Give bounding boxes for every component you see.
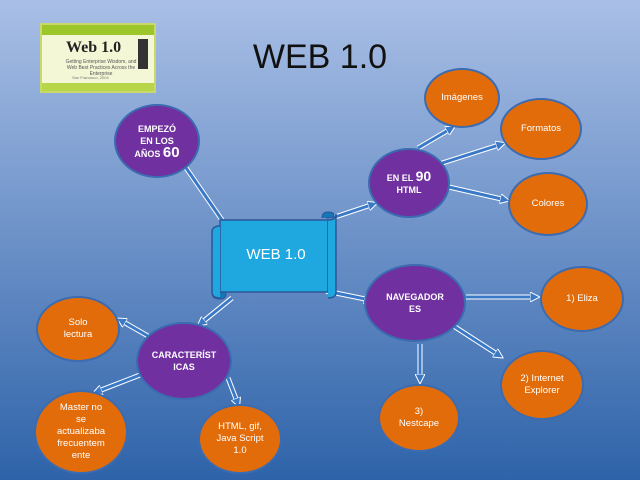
scroll-left-roll	[211, 225, 221, 299]
caracteristicas-line1: CARACTERÍST	[151, 350, 217, 360]
navegadores-line2: ES	[408, 304, 421, 314]
explorer-line1: 2) Internet	[520, 373, 564, 384]
empezo-anos-text: AÑOS	[134, 148, 163, 159]
nestcape-line2: Nestcape	[398, 418, 440, 429]
node-formatos: Formatos	[500, 98, 582, 160]
arrow-center-to-en90	[331, 204, 374, 220]
cover-bottom-band	[42, 83, 154, 91]
master-line2: se	[75, 414, 87, 425]
arrow-navegadores-to-explorer	[451, 323, 500, 356]
html-line1: HTML, gif,	[218, 421, 262, 432]
node-imagenes: Imágenes	[424, 68, 500, 128]
empezo-line1: EMPEZÓ	[137, 123, 176, 134]
solo-line2: lectura	[63, 329, 93, 340]
solo-line1: Solo	[68, 317, 88, 328]
master-line4: frecuentem	[57, 438, 105, 449]
arrow-caracteristicas-to-master	[96, 373, 141, 392]
master-line3: actualizaba	[56, 426, 106, 437]
node-en90: EN EL 90 HTML	[368, 148, 450, 218]
node-colores: Colores	[508, 172, 588, 236]
empezo-line2: EN LOS	[140, 135, 174, 146]
node-caracteristicas: CARACTERÍST ICAS	[136, 322, 232, 400]
empezo-line3: AÑOS 60	[134, 143, 180, 161]
en90-line1: EN EL 90	[386, 168, 432, 184]
en90-line2: HTML	[396, 185, 422, 195]
node-nestcape: 3) Nestcape	[378, 384, 460, 452]
arrow-center-to-caracteristicas	[200, 296, 233, 324]
node-eliza: 1) Eliza	[540, 266, 624, 332]
arrow-center-to-empezo	[182, 162, 224, 221]
center-label: WEB 1.0	[246, 246, 306, 263]
node-empezo: EMPEZÓ EN LOS AÑOS 60	[114, 104, 200, 178]
node-navegadores: NAVEGADOR ES	[364, 264, 466, 342]
arrow-caracteristicas-to-solo	[120, 320, 149, 338]
cover-subtitle: Getting Enterprise Wisdom, and Web Best …	[65, 59, 137, 77]
node-explorer: 2) Internet Explorer	[500, 350, 584, 420]
formatos-label: Formatos	[520, 123, 562, 134]
eliza-label: 1) Eliza	[566, 293, 598, 304]
book-cover-thumbnail: Web 1.0 Getting Enterprise Wisdom, and W…	[40, 23, 156, 93]
imagenes-label: Imágenes	[441, 92, 483, 103]
en90-90-text: 90	[415, 168, 432, 184]
scroll-back-top	[321, 211, 335, 219]
master-line1: Master no	[59, 402, 103, 413]
en90-en-el-text: EN EL	[386, 173, 416, 183]
master-line5: ente	[71, 450, 91, 461]
arrow-caracteristicas-to-html	[226, 377, 238, 404]
cover-heading: Web 1.0	[66, 39, 122, 56]
cover-top-band	[42, 25, 154, 35]
center-scroll-shape	[211, 211, 337, 300]
cover-caption: San Francisco, 2004	[72, 75, 109, 80]
caracteristicas-line2: ICAS	[173, 362, 195, 372]
scroll-right-roll	[327, 213, 337, 299]
arrows	[96, 128, 536, 404]
cover-spine	[138, 39, 148, 69]
node-html-gif: HTML, gif, Java Script 1.0	[198, 404, 282, 474]
explorer-line2: Explorer	[524, 385, 560, 396]
arrow-en90-to-colores	[439, 183, 506, 200]
arrow-en90-to-imagenes	[417, 128, 452, 150]
empezo-60-text: 60	[162, 143, 180, 161]
arrow-en90-to-formatos	[435, 144, 502, 167]
node-master: Master no se actualizaba frecuentem ente	[34, 390, 128, 474]
colores-label: Colores	[531, 198, 565, 209]
html-line3: 1.0	[233, 445, 247, 456]
nestcape-line1: 3)	[414, 406, 424, 417]
slide-title: WEB 1.0	[252, 38, 388, 76]
node-solo-lectura: Solo lectura	[36, 296, 120, 362]
navegadores-line1: NAVEGADOR	[386, 292, 444, 302]
html-line2: Java Script	[216, 433, 264, 444]
